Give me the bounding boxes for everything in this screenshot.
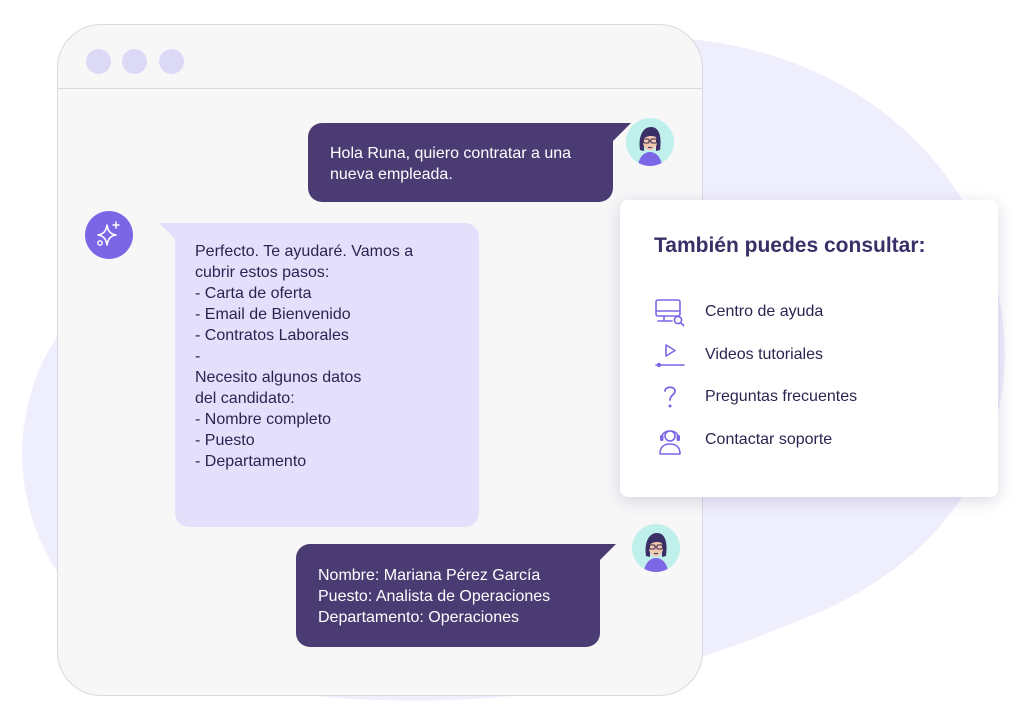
help-link-contactar-soporte[interactable]: Contactar soporte [654,426,974,456]
help-link-preguntas-frecuentes[interactable]: Preguntas frecuentes [654,383,974,413]
message-line: - Email de Bienvenido [195,306,351,323]
help-link-centro-de-ayuda[interactable]: Centro de ayuda [654,298,974,328]
monitor-search-icon [655,299,685,327]
window-control-dot[interactable] [122,49,147,74]
message-line: Hola Runa, quiero contratar a una [330,145,572,162]
message-line: - Departamento [195,453,307,470]
chat-window: Hola Runa, quiero contratar a una nueva … [57,24,703,696]
user-message-bubble: Nombre: Mariana Pérez García Puesto: Ana… [296,544,616,647]
user-avatar [626,118,674,166]
user-avatar [632,524,680,572]
help-resources-card: También puedes consultar: Centro de ayud… [620,200,998,497]
help-link-label: Videos tutoriales [705,346,823,363]
sparkle-icon [97,221,120,246]
message-line: del candidato: [195,390,295,407]
user-message-bubble: Hola Runa, quiero contratar a una nueva … [308,123,631,202]
message-line: Nombre: Mariana Pérez García [318,567,541,584]
bot-avatar [85,211,133,259]
headset-support-icon [659,430,681,455]
message-line: - Nombre completo [195,411,332,428]
message-line: - Contratos Laborales [195,327,349,344]
message-line: Necesito algunos datos [195,369,362,386]
message-line: nueva empleada. [330,166,453,183]
message-line: - Puesto [195,432,255,449]
window-titlebar [58,25,702,89]
help-link-label: Contactar soporte [705,431,833,448]
message-line: - [195,348,201,365]
question-mark-icon [664,386,676,408]
help-link-label: Preguntas frecuentes [705,388,858,405]
message-line: Perfecto. Te ayudaré. Vamos a [195,243,414,260]
window-control-dot[interactable] [159,49,184,74]
message-line: Departamento: Operaciones [318,609,519,626]
card-title: También puedes consultar: [654,234,926,257]
bot-message-bubble: Perfecto. Te ayudaré. Vamos a cubrir est… [159,223,479,527]
help-link-videos-tutoriales[interactable]: Videos tutoriales [654,341,974,371]
message-line: - Carta de oferta [195,285,312,302]
window-control-dot[interactable] [86,49,111,74]
message-line: Puesto: Analista de Operaciones [318,588,551,605]
message-line: cubrir estos pasos: [195,264,330,281]
help-link-label: Centro de ayuda [705,303,824,320]
play-icon [655,344,685,368]
